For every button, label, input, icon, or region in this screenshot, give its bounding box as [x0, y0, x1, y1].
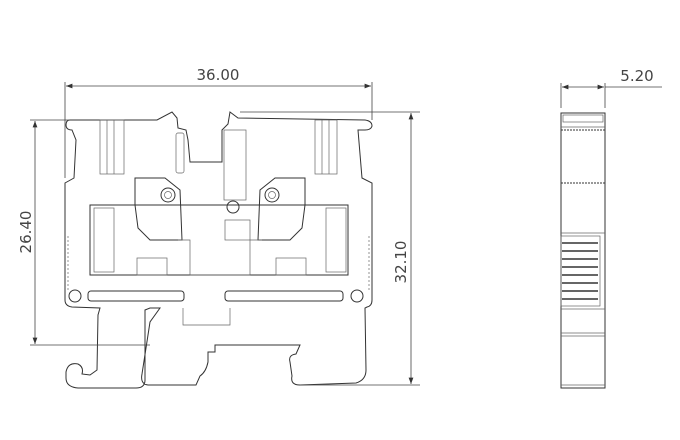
mount-hole-right [350, 289, 364, 303]
slot-left [99, 119, 125, 175]
inner-height-dimension-label: 26.40 [17, 211, 35, 254]
width-dimension-label: 36.00 [197, 66, 240, 84]
dimension-thickness: 5.20 [560, 67, 662, 108]
front-view [64, 111, 373, 389]
dimension-width: 36.00 [64, 66, 373, 178]
total-height-dimension-label: 32.10 [392, 241, 410, 284]
screw-left [160, 187, 176, 203]
slot-right [314, 119, 338, 175]
screw-right [264, 187, 280, 203]
dimension-inner-height: 26.40 [17, 119, 150, 346]
side-view [560, 112, 606, 389]
body-outline [64, 111, 373, 389]
inner-chamber [89, 204, 349, 276]
center-hole [226, 200, 240, 214]
bar-right [224, 290, 344, 302]
clamp-left [134, 177, 183, 241]
mount-hole-left [68, 289, 82, 303]
clamp-right [257, 177, 306, 241]
side-ribs [562, 242, 598, 300]
thickness-dimension-label: 5.20 [620, 67, 653, 85]
side-rib-area [560, 235, 601, 307]
bar-left [87, 290, 185, 302]
dimension-total-height: 32.10 [240, 111, 420, 386]
